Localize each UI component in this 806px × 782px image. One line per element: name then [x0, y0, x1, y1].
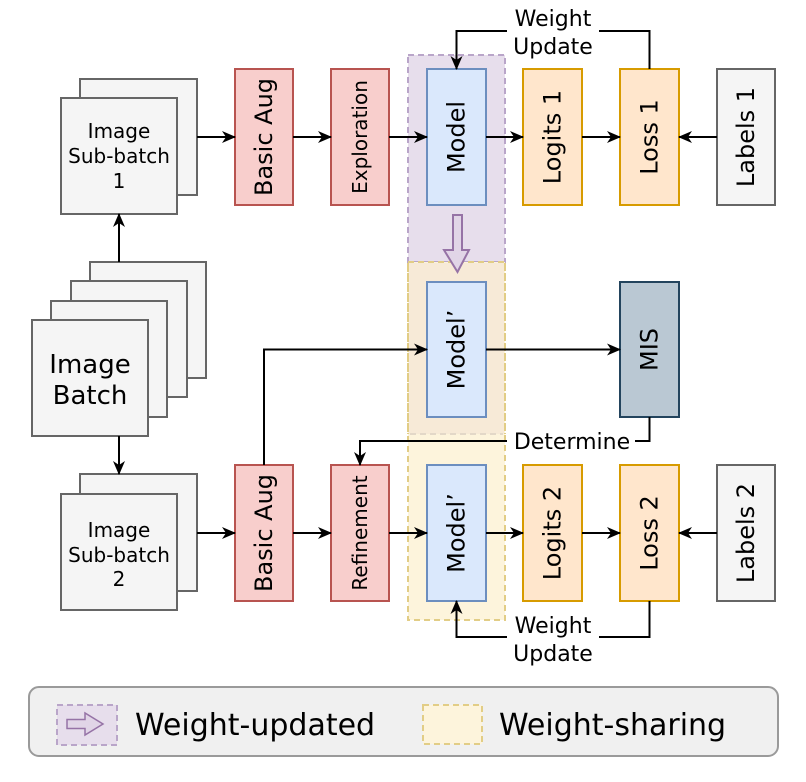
weight-update-top-line2: Update — [513, 35, 593, 60]
loss-1-box — [619, 68, 680, 206]
labels-1-label: Labels 1 — [732, 87, 760, 187]
model-prime-mid-box — [426, 281, 487, 418]
sub-batch-1-label-line1: Image — [88, 119, 151, 143]
dashed-swatch-icon — [422, 704, 483, 745]
model-prime-bottom-label: Model’ — [443, 493, 471, 573]
image-batch-label-line2: Batch — [53, 381, 128, 411]
image-sub-batch-2: Image Sub-batch 2 — [60, 473, 198, 611]
image-sub-batch-1: Image Sub-batch 1 — [60, 78, 198, 215]
sub-batch-2-label-line1: Image — [88, 518, 151, 542]
model-prime-mid-label: Model’ — [443, 310, 471, 390]
refinement-label: Refinement — [348, 475, 372, 590]
label-background — [507, 611, 599, 669]
sub-batch-2-front — [60, 493, 178, 611]
image-batch-label-line1: Image — [49, 350, 130, 380]
basic-aug-1-label: Basic Aug — [250, 78, 278, 196]
exploration-label: Exploration — [348, 80, 372, 194]
model-label: Model — [443, 101, 471, 173]
hollow-right-arrow-icon — [66, 711, 105, 737]
logits-2-box — [522, 464, 583, 602]
sub-batch-1-label-line3: 1 — [113, 169, 126, 193]
model-box — [426, 68, 487, 206]
labels-1-box — [716, 68, 776, 206]
weight-update-bottom-label: Weight Update — [507, 611, 599, 669]
weight-update-bottom-line1: Weight — [515, 614, 592, 639]
basic-aug-1-box — [234, 68, 294, 206]
weight-transfer-arrow-icon — [442, 214, 471, 275]
model-prime-bottom-box — [426, 464, 487, 602]
sub-batch-1-front — [60, 97, 178, 215]
weight-update-top-line1: Weight — [515, 7, 592, 32]
image-batch: Image Batch — [31, 261, 207, 437]
determine-label: Determine — [507, 428, 635, 455]
legend-label-weight-sharing: Weight-sharing — [499, 708, 726, 743]
row-2: Model’ MIS — [426, 281, 680, 418]
loss-1-label: Loss 1 — [636, 99, 664, 175]
sub-batch-1-label-line2: Sub-batch — [68, 144, 170, 168]
weight-update-bottom-line2: Update — [513, 642, 593, 667]
mis-box — [619, 281, 680, 418]
legend-box — [28, 686, 779, 757]
weight-update-top-label: Weight Update — [507, 4, 599, 60]
edge-basic-aug-2-to-model-prime — [263, 343, 428, 465]
legend: Weight-updated Weight-sharing — [28, 686, 779, 757]
loss-2-label: Loss 2 — [636, 495, 664, 571]
label-background — [507, 428, 635, 454]
legend-item-weight-sharing: Weight-sharing — [422, 704, 726, 745]
legend-item-weight-updated: Weight-updated — [56, 704, 375, 746]
labels-2-label: Labels 2 — [732, 483, 760, 583]
mis-label: MIS — [636, 328, 664, 371]
sub-batch-2-label-line3: 2 — [113, 567, 126, 591]
determine-text: Determine — [514, 430, 630, 455]
image-batch-front — [31, 319, 149, 437]
sub-batch-2-label-line2: Sub-batch — [68, 543, 170, 567]
basic-aug-2-label: Basic Aug — [250, 474, 278, 592]
legend-label-weight-updated: Weight-updated — [135, 708, 375, 743]
edge-determine — [354, 417, 651, 466]
label-background — [507, 4, 599, 60]
logits-1-label: Logits 1 — [539, 90, 567, 184]
logits-2-label: Logits 2 — [539, 486, 567, 580]
